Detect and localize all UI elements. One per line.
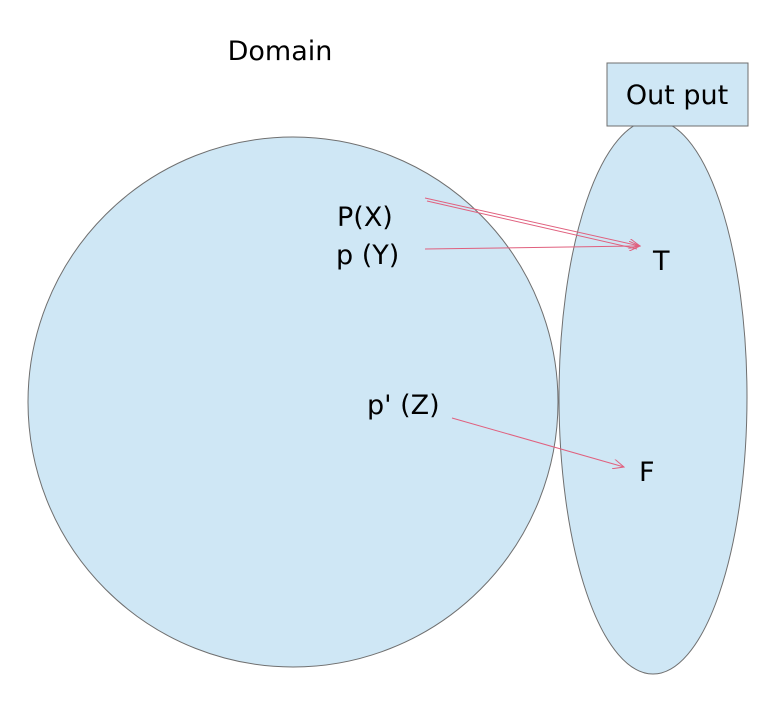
- input-px-label: P(X): [337, 202, 393, 233]
- arrow-px-to-t: [424, 197, 640, 246]
- domain-set: [27, 136, 559, 668]
- input-pz-label: p' (Z): [367, 390, 440, 421]
- output-label-box: [606, 62, 749, 127]
- output-label: Out put: [626, 80, 728, 111]
- arrow-px-to-t-double: [426, 200, 638, 250]
- arrow-py-to-t: [424, 246, 640, 249]
- output-set: [558, 119, 748, 675]
- output-t-label: T: [652, 246, 670, 277]
- output-f-label: F: [639, 457, 655, 488]
- input-py-label: p (Y): [336, 240, 399, 271]
- arrow-pz-to-f: [451, 417, 624, 467]
- domain-label: Domain: [228, 36, 333, 67]
